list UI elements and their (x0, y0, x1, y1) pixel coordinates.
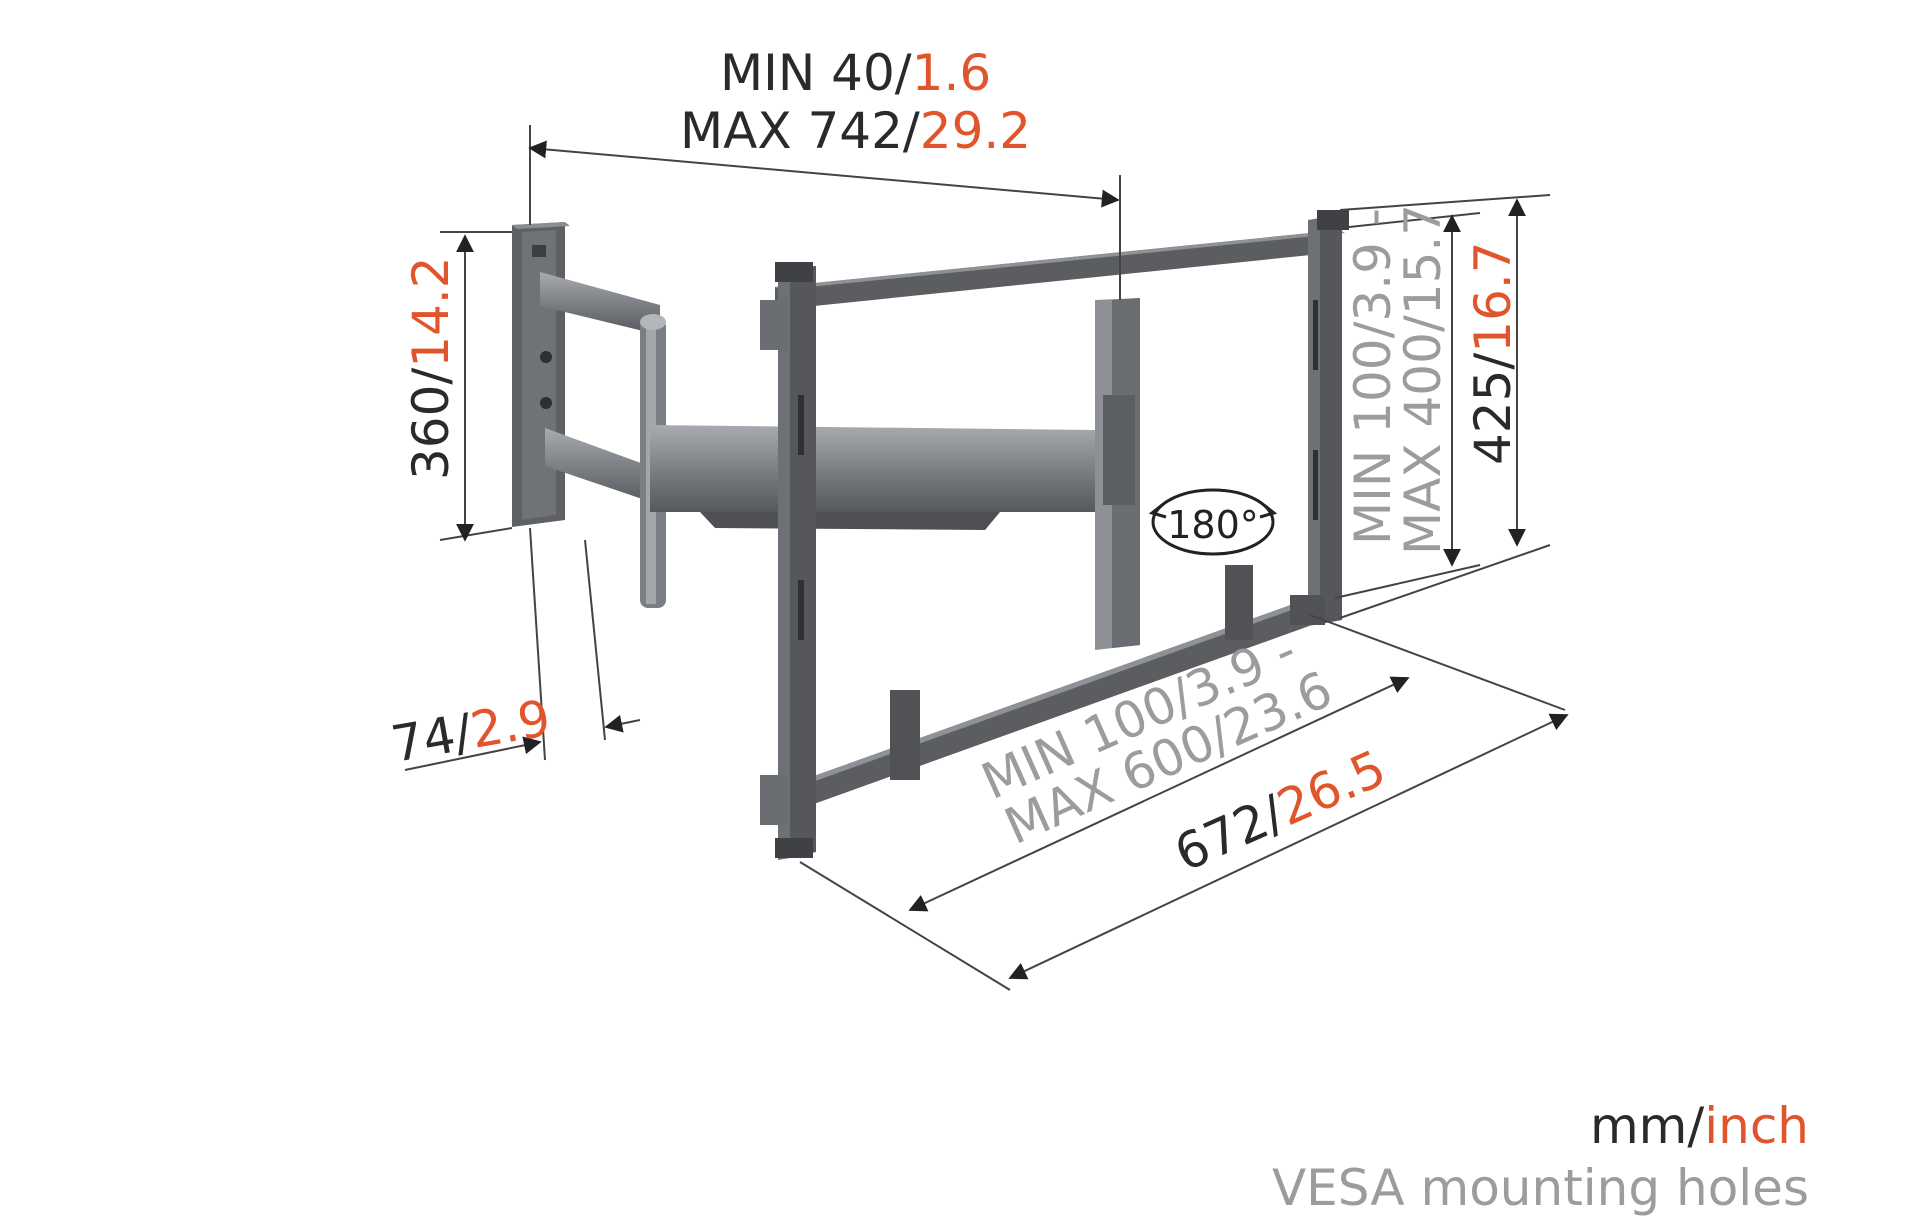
bottom-clip-right (1225, 565, 1253, 640)
bottom-clip-left (890, 690, 920, 780)
frame-height-in: 16.7 (1464, 241, 1522, 352)
arm-extension-min-in: 1.6 (912, 44, 992, 102)
legend: mm/inch VESA mounting holes (1272, 1095, 1809, 1219)
dimension-lines (404, 125, 1569, 991)
upper-arm (540, 272, 660, 335)
wall-distance-dim-line (604, 714, 641, 733)
center-post (1095, 298, 1140, 650)
arm-extension-max-in: 29.2 (920, 102, 1031, 160)
wall-plate-height-label: 360/14.2 (402, 256, 460, 480)
rotation-label: 180° (1167, 503, 1259, 547)
wall-distance-mm: 74/ (387, 703, 476, 774)
svg-text:MAX 742/29.2: MAX 742/29.2 (680, 102, 1031, 160)
arm-extension-dim-line (528, 140, 1120, 208)
vesa-legend: VESA mounting holes (1271, 1159, 1809, 1217)
vesa-vertical-line2: MAX 400/15.7 (1394, 204, 1452, 555)
wall-plate-height-in: 14.2 (402, 256, 460, 367)
arm-extension-label: MIN 40/1.6 MAX 742/29.2 (680, 44, 1031, 160)
vesa-horizontal-dim-line (908, 676, 1410, 912)
arm-extension-max-mm: MAX 742/ (680, 102, 920, 160)
left-vertical-bar (760, 262, 816, 860)
front-arm (650, 425, 1095, 512)
right-vertical-bar (1290, 210, 1349, 626)
svg-text:MIN 40/1.6: MIN 40/1.6 (720, 44, 991, 102)
frame-width-in: 26.5 (1269, 739, 1394, 837)
wall-distance-label: 74/2.9 (387, 689, 555, 774)
vesa-vertical-line1: MIN 100/3.9 - (1344, 208, 1402, 545)
wall-plate (512, 222, 570, 527)
rotation-badge: 180° (1148, 488, 1278, 556)
lower-arm (545, 428, 660, 505)
frame-height-mm: 425/ (1464, 353, 1522, 465)
frame-height-label: 425/16.7 (1464, 241, 1522, 465)
rotation-arrow-icon (1151, 488, 1275, 556)
vesa-vertical-label: MIN 100/3.9 - MAX 400/15.7 (1344, 204, 1452, 555)
wall-plate-height-mm: 360/ (402, 368, 460, 480)
top-rail (775, 230, 1340, 310)
units-legend: mm/inch (1272, 1095, 1809, 1157)
frame-width-mm: 672/ (1166, 784, 1292, 883)
units-mm: mm/ (1589, 1097, 1705, 1155)
arm-extension-min-mm: MIN 40/ (720, 44, 912, 102)
wall-distance-in: 2.9 (466, 689, 554, 760)
units-inch: inch (1704, 1097, 1809, 1155)
